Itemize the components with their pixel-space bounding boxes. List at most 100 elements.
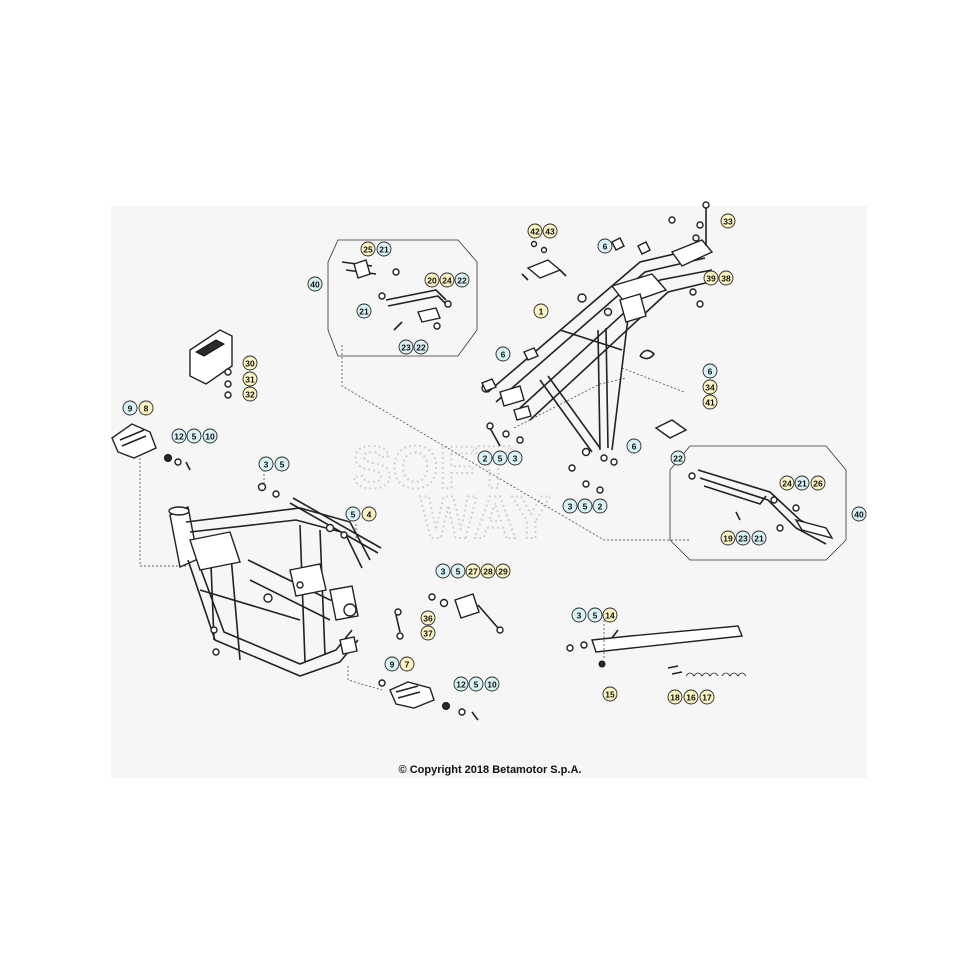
callout-number: 39 xyxy=(706,274,716,284)
callout-number: 16 xyxy=(686,693,696,703)
callout-badge xyxy=(577,498,593,514)
callout-badge xyxy=(360,241,376,257)
callout-badge xyxy=(571,607,587,623)
callout-12: 12 xyxy=(171,428,187,444)
callout-32: 32 xyxy=(242,386,258,402)
callout-number: 6 xyxy=(632,442,637,452)
callout-5: 5 xyxy=(492,450,508,466)
callout-14: 14 xyxy=(602,607,618,623)
callout-badge xyxy=(667,689,683,705)
callout-2: 2 xyxy=(592,498,608,514)
callout-number: 8 xyxy=(144,404,149,414)
callout-number: 40 xyxy=(310,280,320,290)
callout-number: 17 xyxy=(702,693,712,703)
callout-33: 33 xyxy=(720,213,736,229)
callout-6: 6 xyxy=(626,438,642,454)
callout-34: 34 xyxy=(702,379,718,395)
callout-5: 5 xyxy=(587,607,603,623)
callout-number: 5 xyxy=(192,432,197,442)
engine-mount-parts xyxy=(428,593,504,634)
callout-number: 33 xyxy=(723,217,733,227)
side-stand xyxy=(566,625,747,677)
callout-31: 31 xyxy=(242,371,258,387)
callout-badge xyxy=(171,428,187,444)
callout-3: 3 xyxy=(435,563,451,579)
watermark: SOFT WAY xyxy=(351,433,552,552)
callout-8: 8 xyxy=(138,400,154,416)
callout-badge xyxy=(587,607,603,623)
callout-1: 1 xyxy=(533,303,549,319)
watermark-line-2: WAY xyxy=(420,484,551,551)
callout-badge xyxy=(202,428,218,444)
callout-badge xyxy=(683,689,699,705)
callout-badge xyxy=(376,241,392,257)
callout-badge xyxy=(450,563,466,579)
callout-number: 21 xyxy=(754,534,764,544)
callout-38: 38 xyxy=(718,270,734,286)
watermark-line-1: SOFT xyxy=(352,434,512,501)
callout-10: 10 xyxy=(202,428,218,444)
callout-19: 19 xyxy=(720,530,736,546)
callout-29: 29 xyxy=(495,563,511,579)
callout-number: 38 xyxy=(721,274,731,284)
callout-5: 5 xyxy=(577,498,593,514)
callout-badge xyxy=(602,686,618,702)
callout-number: 3 xyxy=(577,611,582,621)
callout-badge xyxy=(810,475,826,491)
callout-2: 2 xyxy=(477,450,493,466)
callout-badge xyxy=(413,339,429,355)
callout-badge xyxy=(439,272,455,288)
callout-badge xyxy=(435,563,451,579)
callout-badge xyxy=(420,625,436,641)
callout-badge xyxy=(702,394,718,410)
callout-badge xyxy=(492,450,508,466)
callout-6: 6 xyxy=(495,346,511,362)
callout-badge xyxy=(718,270,734,286)
callout-badge xyxy=(122,400,138,416)
callout-36: 36 xyxy=(420,610,436,626)
callout-21: 21 xyxy=(794,475,810,491)
callout-badge xyxy=(495,563,511,579)
callout-badge xyxy=(465,563,481,579)
copyright-notice: © Copyright 2018 Betamotor S.p.A. xyxy=(398,764,582,776)
callout-16: 16 xyxy=(683,689,699,705)
callout-number: 6 xyxy=(501,350,506,360)
callout-badge xyxy=(779,475,795,491)
callout-badge xyxy=(542,223,558,239)
callout-badge xyxy=(670,450,686,466)
callout-number: 26 xyxy=(813,479,823,489)
callout-6: 6 xyxy=(597,238,613,254)
callout-badge xyxy=(851,506,867,522)
callout-24: 24 xyxy=(439,272,455,288)
callout-badge xyxy=(242,355,258,371)
callout-badge xyxy=(702,363,718,379)
callout-number: 15 xyxy=(605,690,615,700)
callout-badge xyxy=(699,689,715,705)
callout-badge xyxy=(138,400,154,416)
callout-badge xyxy=(751,530,767,546)
callout-3: 3 xyxy=(258,456,274,472)
callout-number: 42 xyxy=(530,227,540,237)
callout-number: 43 xyxy=(545,227,555,237)
callout-badge xyxy=(702,379,718,395)
callout-20: 20 xyxy=(424,272,440,288)
callout-23: 23 xyxy=(398,339,414,355)
callout-badge xyxy=(495,346,511,362)
callout-number: 31 xyxy=(245,375,255,385)
callout-number: 9 xyxy=(390,660,395,670)
callout-number: 36 xyxy=(423,614,433,624)
footpeg-upper xyxy=(111,423,191,471)
rear-subframe xyxy=(481,201,719,494)
callout-badge xyxy=(562,498,578,514)
callout-4: 4 xyxy=(361,506,377,522)
callout-30: 30 xyxy=(242,355,258,371)
callout-number: 27 xyxy=(468,567,478,577)
callout-number: 6 xyxy=(603,242,608,252)
callout-24: 24 xyxy=(779,475,795,491)
callout-number: 29 xyxy=(498,567,508,577)
callout-15: 15 xyxy=(602,686,618,702)
callout-40: 40 xyxy=(851,506,867,522)
callout-number: 21 xyxy=(359,307,369,317)
callout-7: 7 xyxy=(399,656,415,672)
callout-number: 5 xyxy=(474,680,479,690)
